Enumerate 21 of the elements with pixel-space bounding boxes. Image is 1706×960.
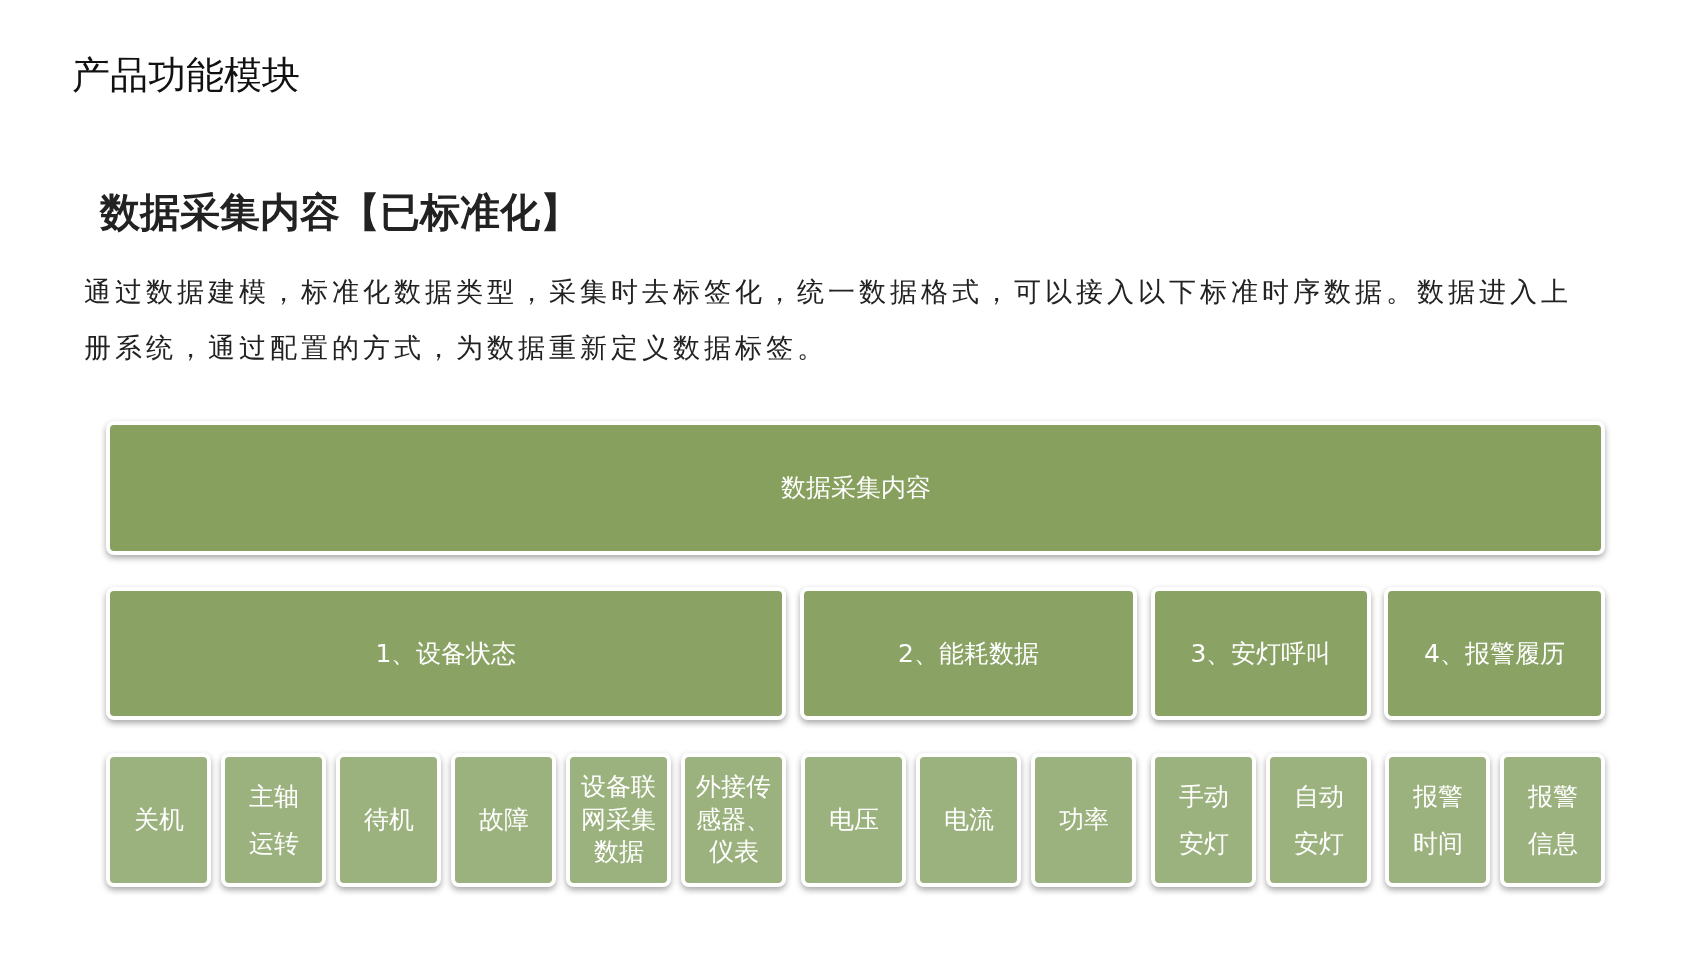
box-label: 手动安灯: [1177, 780, 1230, 860]
box-label: 数据采集内容: [780, 473, 931, 503]
box-label: 报警时间: [1411, 780, 1464, 860]
box-label: 1、设备状态: [375, 638, 517, 669]
box-label: 关机: [133, 803, 184, 836]
box-label: 待机: [363, 803, 414, 836]
description-paragraph: 通过数据建模，标准化数据类型，采集时去标签化，统一数据格式，可以接入以下标准时序数据。数据进入上册系统，通过配置的方式，为数据重新定义数据标签。: [84, 275, 1573, 365]
box-label: 主轴运转: [247, 780, 300, 860]
box-label: 故障: [478, 803, 529, 836]
box-label: 外接传感器、仪表: [695, 771, 772, 869]
box-label: 电压: [828, 803, 879, 836]
box-label: 2、能耗数据: [898, 638, 1039, 669]
box-label: 报警信息: [1526, 780, 1579, 860]
box-label: 自动安灯: [1292, 780, 1345, 860]
box-label: 设备联网采集数据: [580, 771, 657, 869]
box-label: 4、报警履历: [1424, 638, 1565, 669]
box-label: 功率: [1058, 803, 1109, 836]
box-label: 电流: [943, 803, 994, 836]
box-label: 3、安灯呼叫: [1190, 638, 1332, 669]
page-title: 产品功能模块: [72, 52, 300, 99]
section-heading: 数据采集内容【已标准化】: [100, 188, 580, 237]
